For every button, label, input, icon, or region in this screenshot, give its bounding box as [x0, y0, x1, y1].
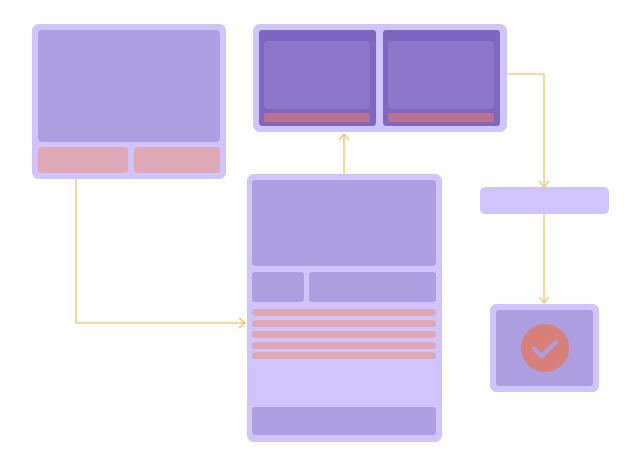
pane-left-bar [264, 113, 370, 122]
page-text-line-2 [252, 320, 436, 327]
page-thumb-block [252, 272, 304, 302]
card-top-left-image-block [38, 30, 220, 142]
page-footer-block [252, 407, 436, 435]
card-check-inner [496, 310, 593, 386]
card-top-left [32, 24, 226, 179]
connector-bar-to-check-arrowhead [538, 296, 550, 305]
card-right-bar [480, 187, 609, 214]
page-text-line-1 [252, 309, 436, 316]
page-hero-block [252, 180, 436, 266]
page-text-line-3 [252, 331, 436, 338]
connector-topleft-to-center [75, 179, 244, 324]
page-text-line-5 [252, 352, 436, 359]
pane-left-screen [264, 41, 370, 109]
check-circle-icon [521, 324, 569, 372]
page-text-line-4 [252, 342, 436, 349]
page-title-block [309, 272, 436, 302]
pane-right-screen [388, 41, 494, 109]
pane-right-bar [388, 113, 494, 122]
connector-topmiddle-to-bar [507, 73, 545, 186]
card-center-page [247, 174, 442, 442]
card-check [490, 304, 599, 392]
card-top-middle-pane-right [383, 30, 500, 126]
card-top-middle-pane-left [259, 30, 376, 126]
connector-center-to-topmiddle-arrowhead [338, 132, 350, 141]
card-top-left-footer-left [38, 147, 128, 173]
connector-topleft-to-center-arrowhead [238, 317, 247, 329]
card-top-middle [253, 24, 507, 132]
card-top-left-footer-right [134, 147, 220, 173]
